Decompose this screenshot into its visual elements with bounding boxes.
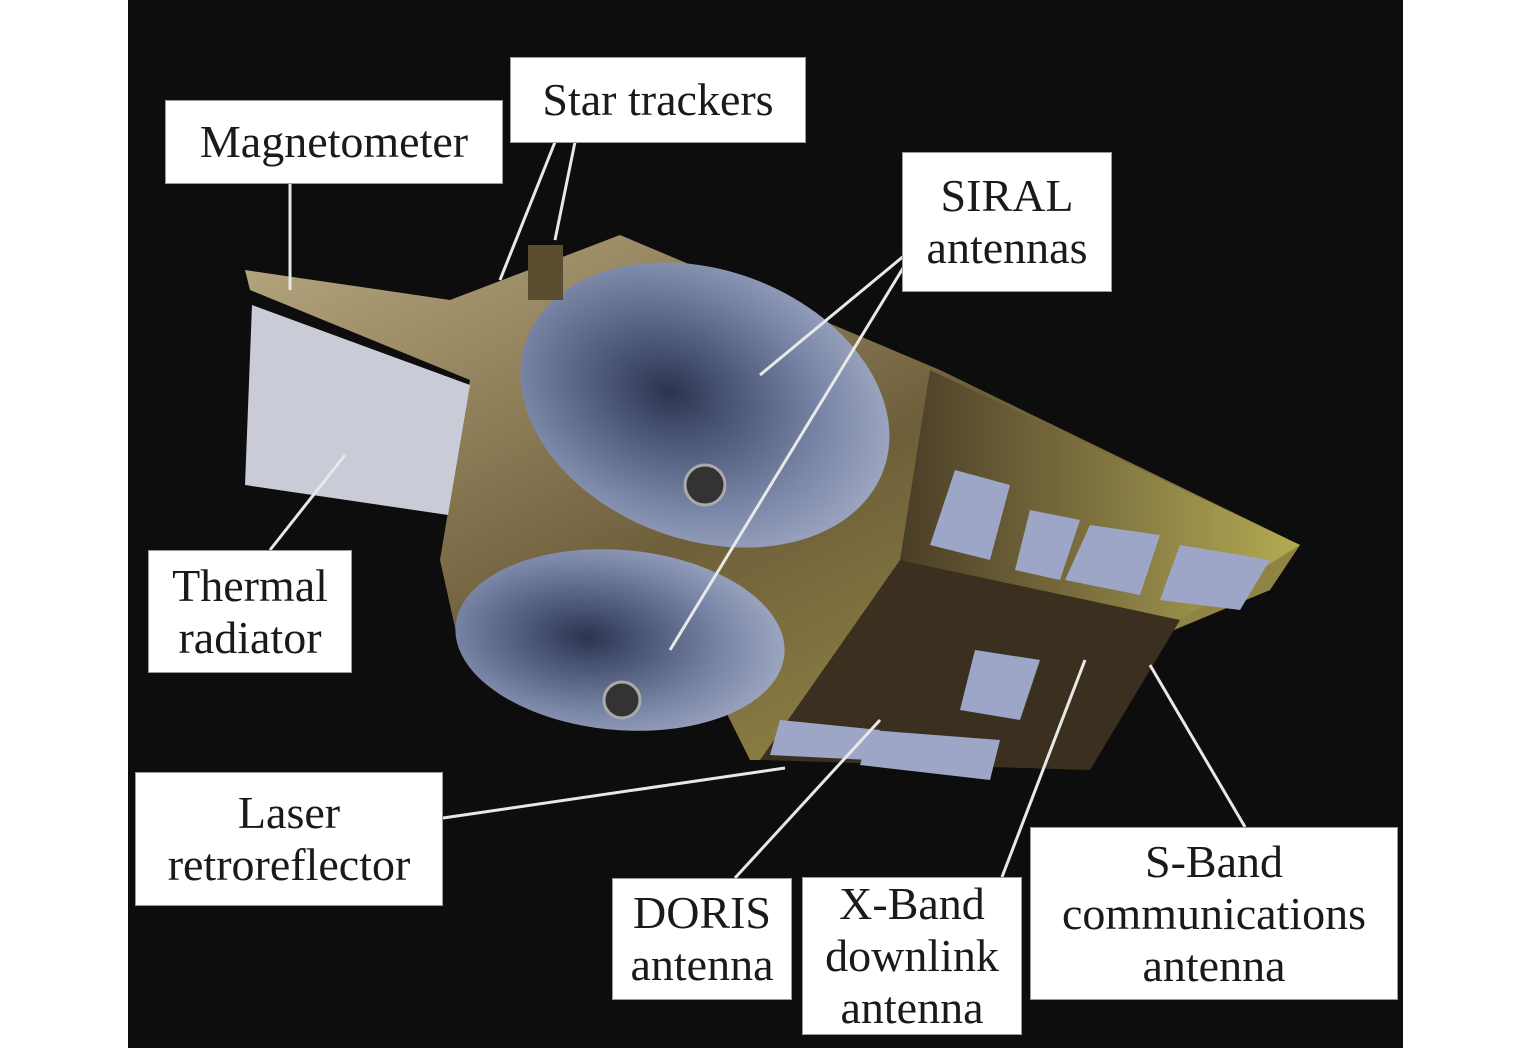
- label-laser-retroreflector: Laser retroreflector: [135, 772, 443, 906]
- label-text: radiator: [178, 611, 322, 663]
- label-text: antenna: [630, 939, 774, 990]
- label-doris-antenna: DORIS antenna: [612, 878, 792, 1000]
- label-text: X-Band: [839, 878, 985, 929]
- siral-antenna-upper: [520, 262, 890, 548]
- satellite-underside: [760, 560, 1180, 770]
- label-text: antennas: [926, 222, 1088, 273]
- label-text: communications: [1061, 887, 1367, 939]
- label-text: downlink: [825, 930, 999, 981]
- label-text: Thermal: [172, 559, 328, 611]
- label-thermal-radiator: Thermal radiator: [148, 550, 352, 673]
- label-text: S-Band: [1145, 835, 1283, 887]
- label-star-trackers: Star trackers: [510, 57, 806, 143]
- label-text: Laser: [237, 787, 341, 838]
- label-magnetometer: Magnetometer: [165, 100, 503, 184]
- thermal-radiator-panel: [245, 305, 470, 515]
- label-x-band-downlink-antenna: X-Band downlink antenna: [802, 877, 1022, 1035]
- label-text: Magnetometer: [199, 116, 469, 167]
- label-text: DORIS: [632, 887, 772, 938]
- label-text: SIRAL: [940, 170, 1074, 221]
- star-tracker: [528, 245, 563, 300]
- label-s-band-communications-antenna: S-Band communications antenna: [1030, 827, 1398, 1000]
- label-text: retroreflector: [167, 839, 411, 890]
- label-text: antenna: [1142, 939, 1286, 991]
- body-panels: [770, 470, 1270, 780]
- label-text: Star trackers: [542, 74, 774, 125]
- leader-lines: [268, 141, 1247, 880]
- label-text: antenna: [840, 982, 984, 1033]
- label-siral-antennas: SIRAL antennas: [902, 152, 1112, 292]
